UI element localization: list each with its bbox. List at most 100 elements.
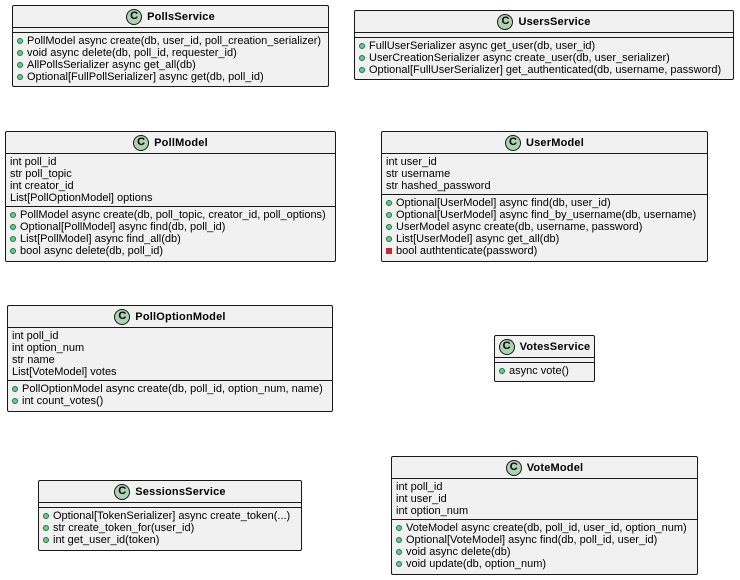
method-row: void update(db, option_num)	[396, 558, 693, 570]
section-divider	[39, 502, 301, 503]
method-signature: Optional[FullPollSerializer] async get(d…	[27, 71, 264, 83]
method-row: List[PollModel] async find_all(db)	[10, 233, 331, 245]
section-divider	[8, 327, 332, 328]
class-name: SessionsService	[135, 485, 226, 498]
public-visibility-icon	[499, 368, 505, 374]
class-icon: C	[133, 134, 150, 151]
class-icon: C	[114, 308, 131, 325]
class-icon: C	[505, 459, 522, 476]
method-signature: PollOptionModel async create(db, poll_id…	[22, 383, 323, 395]
method-signature: Optional[UserModel] async find_by_userna…	[396, 209, 697, 221]
public-visibility-icon	[12, 398, 18, 404]
methods-section: PollModel async create(db, user_id, poll…	[13, 33, 328, 85]
field-row: int poll_id	[10, 156, 57, 168]
public-visibility-icon	[43, 525, 49, 531]
method-row: PollModel async create(db, user_id, poll…	[17, 35, 324, 47]
class-name: PollsService	[147, 10, 215, 23]
public-visibility-icon	[43, 537, 49, 543]
public-visibility-icon	[10, 248, 16, 254]
method-row: Optional[TokenSerializer] async create_t…	[43, 510, 297, 522]
public-visibility-icon	[396, 549, 402, 555]
public-visibility-icon	[17, 38, 23, 44]
class-header: C PollOptionModel	[8, 306, 332, 327]
method-row: Optional[VoteModel] async find(db, poll_…	[396, 534, 693, 546]
methods-section: PollOptionModel async create(db, poll_id…	[8, 381, 332, 409]
method-signature: PollModel async create(db, user_id, poll…	[27, 35, 322, 47]
section-divider	[6, 206, 335, 207]
field-row: int poll_id	[12, 330, 59, 342]
section-divider	[392, 519, 697, 520]
section-divider	[39, 507, 301, 508]
section-divider	[6, 153, 335, 154]
method-signature: void async delete(db)	[406, 546, 511, 558]
methods-section: PollModel async create(db, poll_topic, c…	[6, 207, 335, 259]
public-visibility-icon	[386, 200, 392, 206]
method-signature: str create_token_for(user_id)	[53, 522, 195, 534]
public-visibility-icon	[17, 50, 23, 56]
public-visibility-icon	[359, 55, 365, 61]
section-divider	[355, 37, 733, 38]
method-signature: Optional[UserModel] async find(db, user_…	[396, 197, 611, 209]
field-row: int option_num	[12, 342, 85, 354]
method-row: int count_votes()	[12, 395, 328, 407]
public-visibility-icon	[359, 43, 365, 49]
field-row: str name	[12, 354, 55, 366]
methods-section: Optional[UserModel] async find(db, user_…	[382, 195, 707, 259]
methods-section: Optional[TokenSerializer] async create_t…	[39, 508, 301, 548]
method-row: Optional[FullUserSerializer] get_authent…	[359, 64, 729, 76]
method-signature: UserModel async create(db, username, pas…	[396, 221, 643, 233]
class-name: PollModel	[154, 136, 208, 149]
section-divider	[392, 478, 697, 479]
class-icon: C	[498, 338, 515, 355]
public-visibility-icon	[386, 236, 392, 242]
class-name: VoteModel	[526, 461, 584, 474]
method-signature: List[PollModel] async find_all(db)	[20, 233, 181, 245]
section-divider	[495, 362, 594, 363]
public-visibility-icon	[359, 67, 365, 73]
methods-section: FullUserSerializer async get_user(db, us…	[355, 38, 733, 78]
field-row: int creator_id	[10, 180, 74, 192]
method-row: int get_user_id(token)	[43, 534, 297, 546]
private-visibility-icon	[386, 248, 392, 254]
method-row: VoteModel async create(db, poll_id, user…	[396, 522, 693, 534]
method-row: FullUserSerializer async get_user(db, us…	[359, 40, 729, 52]
method-signature: async vote()	[509, 365, 569, 377]
class-name: PollOptionModel	[135, 310, 226, 323]
public-visibility-icon	[17, 74, 23, 80]
public-visibility-icon	[10, 236, 16, 242]
method-signature: bool authtenticate(password)	[396, 245, 538, 257]
public-visibility-icon	[396, 561, 402, 567]
class-header: C UsersService	[355, 11, 733, 32]
field-row: List[PollOptionModel] options	[10, 192, 153, 204]
method-row: UserCreationSerializer async create_user…	[359, 52, 729, 64]
method-row: List[UserModel] async get_all(db)	[386, 233, 703, 245]
method-signature: VoteModel async create(db, poll_id, user…	[406, 522, 687, 534]
method-signature: Optional[PollModel] async find(db, poll_…	[20, 221, 226, 233]
public-visibility-icon	[386, 212, 392, 218]
section-divider	[13, 27, 328, 28]
methods-section: VoteModel async create(db, poll_id, user…	[392, 520, 697, 572]
method-signature: PollModel async create(db, poll_topic, c…	[20, 209, 326, 221]
method-row: void async delete(db, poll_id, requester…	[17, 47, 324, 59]
class-name: UsersService	[518, 15, 591, 28]
field-row: int option_num	[396, 505, 469, 517]
method-row: PollOptionModel async create(db, poll_id…	[12, 383, 328, 395]
method-row: UserModel async create(db, username, pas…	[386, 221, 703, 233]
class-icon: C	[497, 13, 514, 30]
method-row: Optional[FullPollSerializer] async get(d…	[17, 71, 324, 83]
public-visibility-icon	[17, 62, 23, 68]
method-signature: UserCreationSerializer async create_user…	[369, 52, 670, 64]
method-signature: AllPollsSerializer async get_all(db)	[27, 59, 196, 71]
field-row: str poll_topic	[10, 168, 72, 180]
public-visibility-icon	[10, 224, 16, 230]
section-divider	[13, 32, 328, 33]
